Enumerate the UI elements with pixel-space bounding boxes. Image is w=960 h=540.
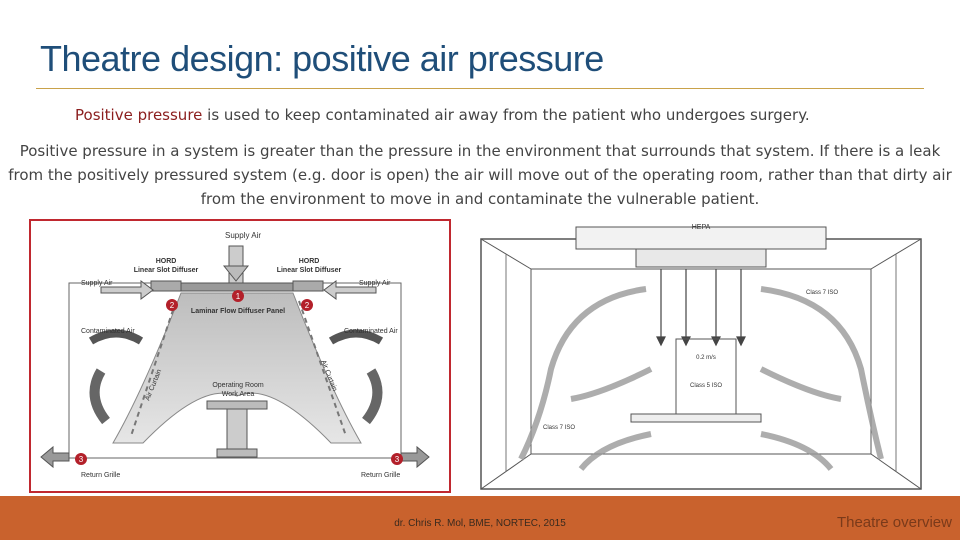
marker-2-right-icon xyxy=(301,299,313,311)
marker-2-left-icon xyxy=(166,299,178,311)
left-diffuser xyxy=(150,280,182,292)
operating-table-foot xyxy=(216,448,258,458)
supply-arrow-icon xyxy=(222,265,250,282)
class-5-zone xyxy=(675,338,737,415)
label-supply-air-top: Supply Air xyxy=(225,231,261,240)
left-supply-arrow-icon xyxy=(100,280,154,300)
marker-2-left-label: 2 xyxy=(170,301,175,310)
label-class-5: Class 5 ISO xyxy=(690,383,722,389)
marker-3-right-label: 3 xyxy=(395,455,400,464)
label-work-area-1: Operating Room xyxy=(212,382,264,389)
slide-title: Theatre design: positive air pressure xyxy=(40,38,604,79)
footer-bar: dr. Chris R. Mol, BME, NORTEC, 2015 Thea… xyxy=(0,496,960,540)
outflow-arrows xyxy=(518,286,884,471)
intro-highlight: Positive pressure xyxy=(75,106,203,124)
label-contaminated-left: Contaminated Air xyxy=(81,328,135,335)
label-contaminated-right: Contaminated Air xyxy=(344,328,398,335)
title-divider xyxy=(36,88,924,89)
room-back-wall xyxy=(530,268,872,455)
operating-table xyxy=(630,413,762,423)
label-diffuser-left-2: Linear Slot Diffuser xyxy=(134,267,199,274)
laminar-flow-svg: 1 2 2 3 3 Supply Air HORD Linear Slot Di… xyxy=(40,231,430,479)
footer-credit: dr. Chris R. Mol, BME, NORTEC, 2015 xyxy=(394,518,566,529)
label-work-area-2: Work Area xyxy=(222,391,255,398)
operating-table-base xyxy=(226,408,248,450)
laminar-flow-diagram: 1 2 2 3 3 Supply Air HORD Linear Slot Di… xyxy=(29,219,451,493)
hepa-diffuser xyxy=(635,248,767,268)
laminar-panel xyxy=(180,282,294,292)
label-class-7-right: Class 7 ISO xyxy=(806,290,838,296)
label-velocity: 0.2 m/s xyxy=(696,355,716,361)
contaminated-arrow-left-2 xyxy=(89,368,111,425)
laminar-plume xyxy=(112,292,362,444)
explanation-paragraph: Positive pressure in a system is greater… xyxy=(8,142,952,208)
intro-rest: is used to keep contaminated air away fr… xyxy=(202,106,810,124)
label-laminar-panel: Laminar Flow Diffuser Panel xyxy=(191,308,285,315)
label-supply-air-left: Supply Air xyxy=(81,280,113,287)
right-diffuser xyxy=(292,280,324,292)
edge-br xyxy=(870,453,922,490)
contaminated-arrow-right-2 xyxy=(361,368,383,425)
marker-3-right-icon xyxy=(391,453,403,465)
label-return-left: Return Grille xyxy=(81,472,120,479)
marker-2-right-label: 2 xyxy=(305,301,310,310)
label-class-7-left: Class 7 ISO xyxy=(543,425,575,431)
contaminated-arrow-left-1 xyxy=(88,329,144,345)
intro-sentence: Positive pressure is used to keep contam… xyxy=(75,106,810,124)
operating-table-top xyxy=(206,400,268,410)
room-front-frame xyxy=(480,238,922,490)
air-curtain-right-line xyxy=(298,300,347,437)
contaminated-arrow-right-1 xyxy=(328,329,384,345)
airflow-svg: HEPA 0.2 m/s Class 5 ISO Class 7 ISO Cla… xyxy=(480,224,922,490)
right-supply-arrow-icon xyxy=(323,280,377,300)
label-hepa: HEPA xyxy=(692,224,711,231)
return-left-arrow-icon xyxy=(40,445,70,469)
return-right-arrow-icon xyxy=(400,445,430,469)
laminar-arrows xyxy=(656,269,746,347)
operating-room-airflow-diagram: HEPA 0.2 m/s Class 5 ISO Class 7 ISO Cla… xyxy=(461,219,941,495)
label-supply-air-right: Supply Air xyxy=(359,280,391,287)
label-return-right: Return Grille xyxy=(361,472,400,479)
footer-slide-name: Theatre overview xyxy=(836,514,952,531)
marker-1-label: 1 xyxy=(236,292,241,301)
marker-3-left-icon xyxy=(75,453,87,465)
marker-3-left-label: 3 xyxy=(79,455,84,464)
label-diffuser-left-1: HORD xyxy=(156,258,177,265)
label-diffuser-right-1: HORD xyxy=(299,258,320,265)
marker-1-icon xyxy=(232,290,244,302)
air-curtain-left-line xyxy=(130,300,177,437)
label-diffuser-right-2: Linear Slot Diffuser xyxy=(277,267,342,274)
